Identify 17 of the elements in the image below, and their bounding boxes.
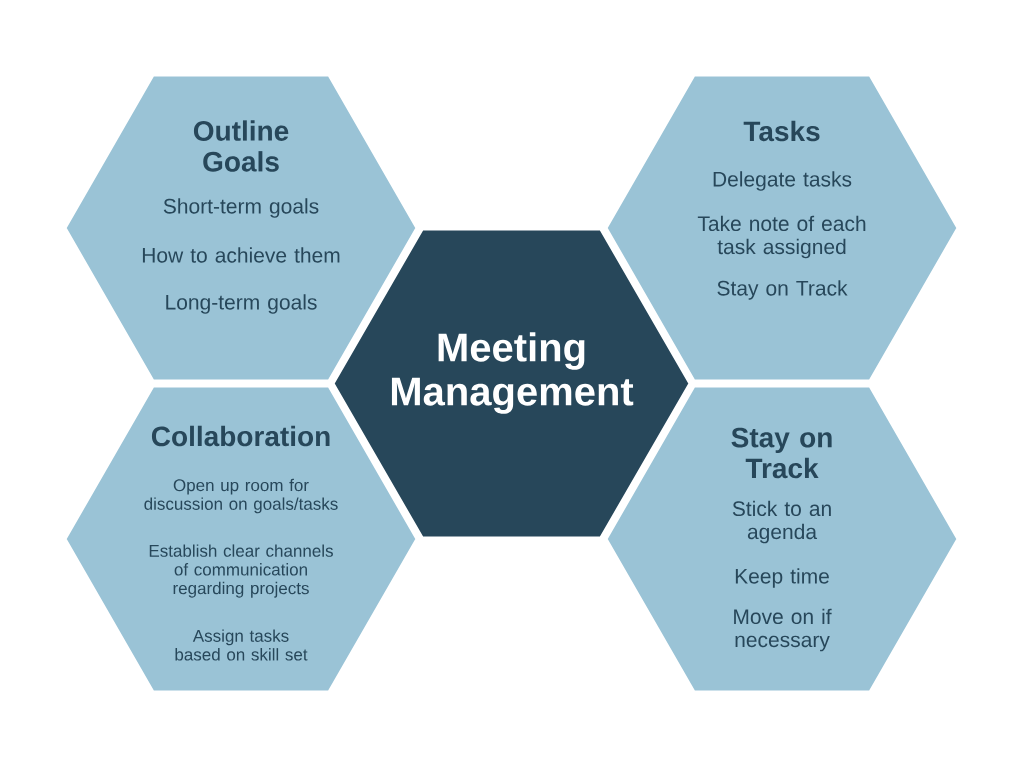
hexagon-item: Keep time: [735, 568, 829, 588]
hexagon-item: Open up room for discussion on goals/tasks: [144, 478, 338, 514]
hexagon-item: Move on if necessary: [734, 608, 832, 652]
hexagon-heading: Collaboration: [151, 425, 330, 447]
hexagon-item: Stay on Track: [717, 280, 848, 300]
hexagon-item: How to achieve them: [142, 247, 340, 263]
hexagon-item: Establish clear channels of communication regarding projects: [149, 544, 333, 598]
hexagon-heading: Outline Goals: [193, 120, 289, 172]
hexagon-item: Delegate tasks: [713, 171, 852, 191]
hexagon-item: Long-term goals: [166, 294, 317, 314]
hexagon-item: Short-term goals: [163, 198, 319, 218]
hexagon-heading: Tasks: [743, 120, 820, 142]
hexagon-heading: Stay on Track: [731, 427, 832, 479]
hexagon-item: Stick to an agenda: [732, 500, 831, 544]
hexagon-heading: Meeting Management: [391, 332, 634, 414]
hexagon-item: Take note of each task assigned: [697, 215, 866, 259]
hexagon-item: Assign tasks based on skill set: [175, 629, 308, 661]
